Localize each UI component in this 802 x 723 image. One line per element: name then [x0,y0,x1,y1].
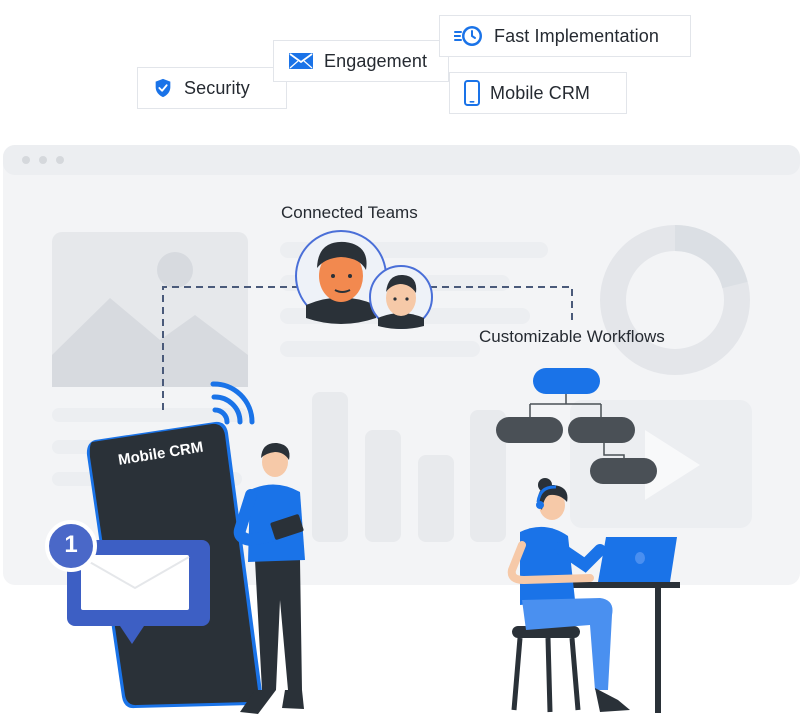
message-notification [45,520,210,644]
wifi-icon [210,381,255,425]
envelope-icon [289,53,313,69]
window-dot [56,156,64,164]
feature-tag-security: Security [137,67,287,109]
workflow-node [568,417,635,443]
workflow-node [590,458,657,484]
feature-tag-label: Security [184,77,250,98]
smartphone-icon [464,80,480,106]
connector-left [162,286,300,410]
team-avatar-large [295,230,387,324]
notification-count: 1 [64,531,78,558]
feature-tag-label: Mobile CRM [490,82,591,103]
workflow-node-root [533,368,600,394]
customizable-workflows-label: Customizable Workflows [479,327,665,346]
woman-at-laptop [507,478,680,713]
feature-tag-label: Fast Implementation [494,25,659,46]
window-dot [22,156,30,164]
fast-clock-icon [454,26,482,46]
feature-tag-fast-implementation: Fast Implementation [439,15,691,57]
window-dot [39,156,47,164]
workflow-node [496,417,563,443]
workflow-diagram [496,368,657,484]
shield-check-icon [155,78,171,98]
connected-teams-label: Connected Teams [281,203,418,222]
team-avatar-small [369,265,433,329]
feature-tag-label: Engagement [324,50,428,71]
man-with-tablet [233,442,305,714]
feature-tag-engagement: Engagement [273,40,449,82]
browser-titlebar [3,145,800,175]
feature-tag-mobile-crm: Mobile CRM [449,72,627,114]
notification-badge [45,520,97,572]
